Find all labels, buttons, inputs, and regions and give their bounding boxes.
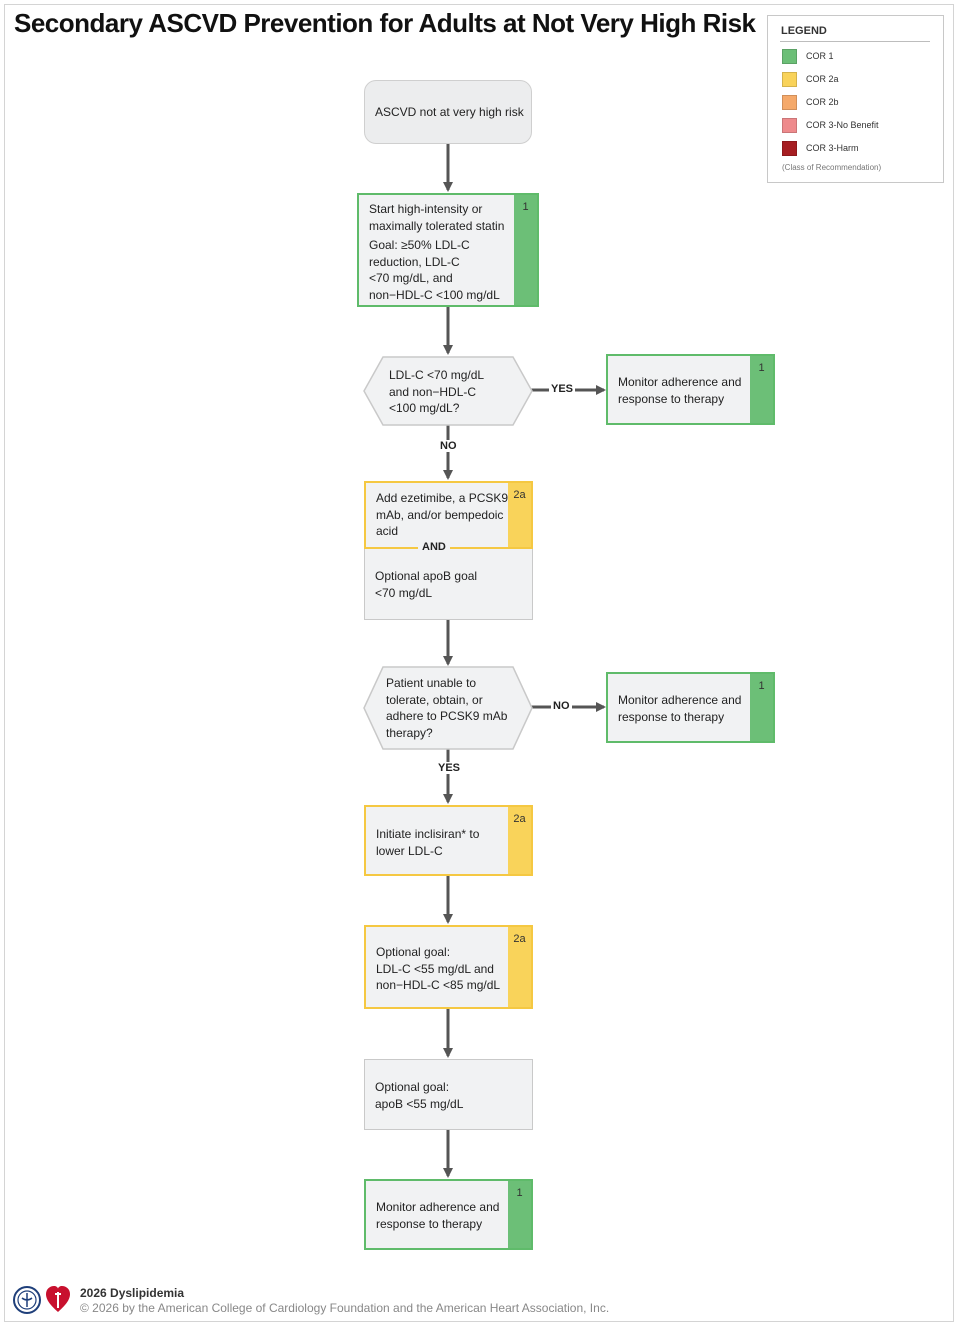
monitor1-node: Monitor adherence and response to therap… [606,354,775,425]
monitor2-node: Monitor adherence and response to therap… [606,672,775,743]
cor-badge: 1 [750,674,773,741]
legend-swatch [782,49,797,64]
optional-goal-apob-line: Optional goal: [375,1080,450,1094]
inclisiran-line: lower LDL-C [376,843,443,858]
optional-goal-ldl-line: Optional goal: [376,945,451,959]
monitor3-text: Monitor adherence and response to therap… [376,1199,499,1232]
cor-number: 2a [513,813,526,825]
acc-seal-icon [13,1286,41,1314]
statin-goal-line: Goal: ≥50% LDL-C [369,238,470,252]
monitor1-line: response to therapy [618,391,725,406]
add-therapy-line: acid [376,524,399,538]
decision1-shape [363,356,533,426]
decision1-yes-label: YES [549,383,576,395]
legend-heading: LEGEND [781,25,827,37]
decision2-line: therapy? [386,725,433,740]
decision1-text: LDL-C <70 mg/dL and non−HDL-C <100 mg/dL… [389,367,484,417]
decision1-line: LDL-C <70 mg/dL [389,368,485,382]
legend-label: COR 2b [806,97,839,107]
cor-badge: 1 [514,195,537,305]
optional-goal-ldl-text: Optional goal: LDL-C <55 mg/dL and non−H… [376,944,500,994]
decision2-shape [363,666,533,750]
legend-label: COR 3-Harm [806,143,859,153]
decision1-no-label: NO [438,440,459,452]
decision2-no-label: NO [551,700,572,712]
cor-number: 1 [522,201,529,213]
cor-number: 1 [758,362,765,374]
footer-title: 2026 Dyslipidemia [80,1286,185,1300]
cor-number: 2a [513,489,526,501]
page-title: Secondary ASCVD Prevention for Adults at… [14,8,756,38]
optional-goal-apob-text: Optional goal: apoB <55 mg/dL [375,1079,463,1112]
legend-label: COR 1 [806,51,834,61]
decision2-line: adhere to PCSK9 mAb [386,709,508,723]
statin-goal-line: reduction, LDL-C [369,254,460,269]
apob-goal-text: Optional apoB goal <70 mg/dL [375,568,477,601]
apob-goal-line: <70 mg/dL [375,585,433,600]
legend-divider [780,41,930,42]
decision2-yes-label: YES [436,762,463,774]
cor-badge: 2a [508,927,531,1007]
legend-swatch [782,95,797,110]
cor-badge: 2a [508,807,531,874]
legend-note: (Class of Recommendation) [782,163,882,172]
monitor1-text: Monitor adherence and response to therap… [618,374,741,407]
legend-swatch [782,72,797,87]
monitor2-line: Monitor adherence and [618,693,742,707]
inclisiran-line: Initiate inclisiran* to [376,827,480,841]
cor-badge: 1 [750,356,773,423]
monitor3-node: Monitor adherence and response to therap… [364,1179,533,1250]
add-therapy-line: mAb, and/or bempedoic [376,507,504,522]
and-label: AND [418,541,450,553]
statin-line: Start high-intensity or [369,202,483,216]
page-frame [4,4,954,1322]
cor-number: 2a [513,933,526,945]
footer-copyright: © 2026 by the American College of Cardio… [80,1301,610,1315]
cor-badge: 1 [508,1181,531,1248]
optional-goal-apob-node: Optional goal: apoB <55 mg/dL [364,1059,533,1130]
add-therapy-text: Add ezetimibe, a PCSK9 mAb, and/or bempe… [376,490,508,540]
statin-line: maximally tolerated statin [369,218,505,233]
statin-node: Start high-intensity or maximally tolera… [357,193,539,307]
decision1-line: and non−HDL-C [389,384,477,399]
start-node: ASCVD not at very high risk [364,80,532,144]
apob-goal-line: Optional apoB goal [375,569,478,583]
optional-goal-ldl-node: Optional goal: LDL-C <55 mg/dL and non−H… [364,925,533,1009]
add-therapy-line: Add ezetimibe, a PCSK9 [376,491,509,505]
add-therapy-node: Add ezetimibe, a PCSK9 mAb, and/or bempe… [364,481,533,549]
cor-number: 1 [516,1187,523,1199]
decision1-line: <100 mg/dL? [389,401,460,415]
monitor3-line: response to therapy [376,1216,483,1231]
statin-goal-text: Goal: ≥50% LDL-C reduction, LDL-C <70 mg… [369,237,500,303]
cor-number: 1 [758,680,765,692]
legend: LEGEND COR 1 COR 2a COR 2b COR 3-No Bene… [767,15,944,183]
legend-swatch [782,141,797,156]
inclisiran-node: Initiate inclisiran* to lower LDL-C 2a [364,805,533,876]
start-node-text: ASCVD not at very high risk [375,105,524,119]
monitor2-text: Monitor adherence and response to therap… [618,692,741,725]
optional-goal-apob-line: apoB <55 mg/dL [375,1096,464,1111]
legend-label: COR 2a [806,74,839,84]
decision2-line: tolerate, obtain, or [386,692,483,707]
aha-heart-torch-icon [46,1286,70,1312]
optional-goal-ldl-line: LDL-C <55 mg/dL and [376,961,494,976]
cor-badge: 2a [508,483,531,547]
legend-swatch [782,118,797,133]
inclisiran-text: Initiate inclisiran* to lower LDL-C [376,826,479,859]
decision2-text: Patient unable to tolerate, obtain, or a… [386,675,507,741]
monitor2-line: response to therapy [618,709,725,724]
optional-goal-ldl-line: non−HDL-C <85 mg/dL [376,978,501,992]
statin-text: Start high-intensity or maximally tolera… [369,201,504,234]
legend-label: COR 3-No Benefit [806,120,879,130]
decision2-line: Patient unable to [386,676,477,690]
monitor1-line: Monitor adherence and [618,375,742,389]
statin-goal-line: non−HDL-C <100 mg/dL [369,287,500,302]
monitor3-line: Monitor adherence and [376,1200,500,1214]
statin-goal-line: <70 mg/dL, and [369,271,453,285]
